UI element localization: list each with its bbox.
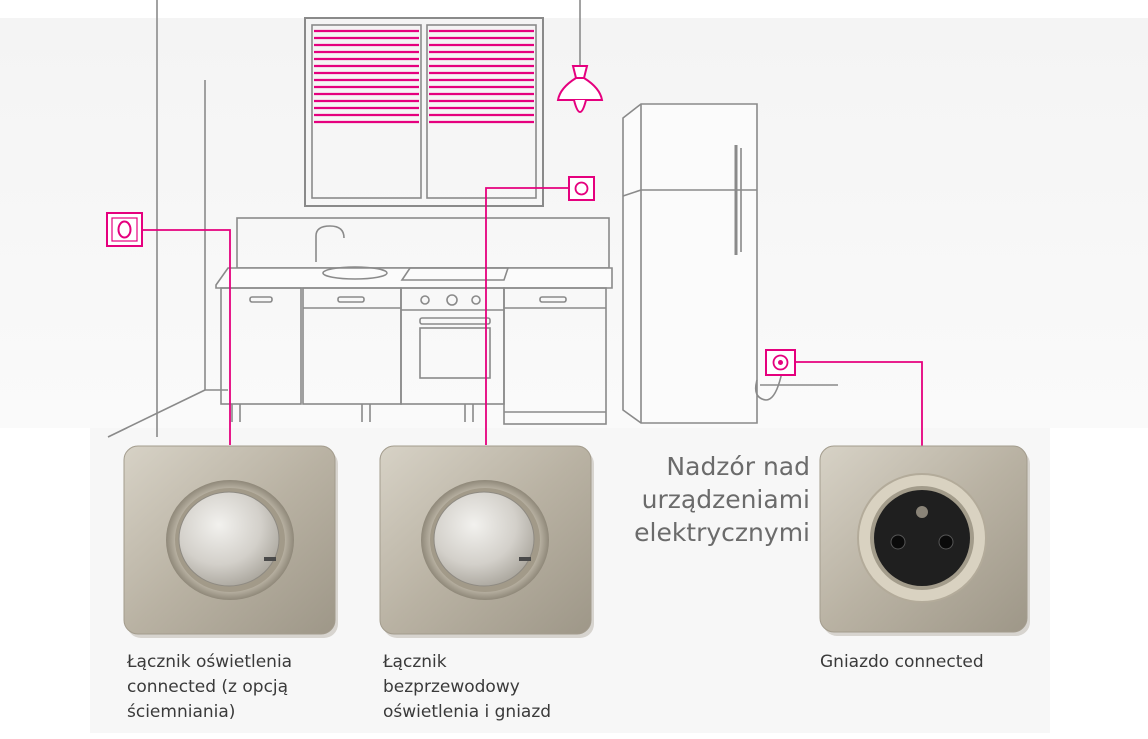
device-label-wireless: Łącznik bezprzewodowy oświetlenia i gnia… [383, 650, 551, 725]
headline: Nadzór nad urządzeniami elektrycznymi [600, 450, 810, 549]
wall-socket-icon [765, 349, 796, 376]
headline-line-2: urządzeniami [641, 485, 810, 514]
label-line: Łącznik [383, 652, 447, 672]
power-socket-icon [819, 445, 1030, 636]
pendant-lamp-icon [556, 65, 604, 113]
label-line: bezprzewodowy [383, 677, 520, 697]
window-blinds [314, 29, 534, 124]
label-line: ściemniania) [127, 702, 236, 722]
wireless-switch-mini-icon [568, 176, 595, 201]
label-line: Łącznik oświetlenia [127, 652, 293, 672]
device-label-socket: Gniazdo connected [820, 650, 984, 675]
label-line: oświetlenia i gniazd [383, 702, 552, 722]
wall-switch-icon [106, 212, 143, 247]
light-switch-icon [123, 445, 338, 638]
label-line: Gniazdo connected [820, 652, 984, 672]
kitchen-lines [107, 0, 838, 438]
headline-line-1: Nadzór nad [666, 452, 810, 481]
wireless-switch-icon [379, 445, 594, 638]
label-line: connected (z opcją [127, 677, 289, 697]
wiring [141, 187, 923, 447]
device-label-dimmer: Łącznik oświetlenia connected (z opcją ś… [127, 650, 292, 725]
headline-line-3: elektrycznymi [634, 518, 810, 547]
